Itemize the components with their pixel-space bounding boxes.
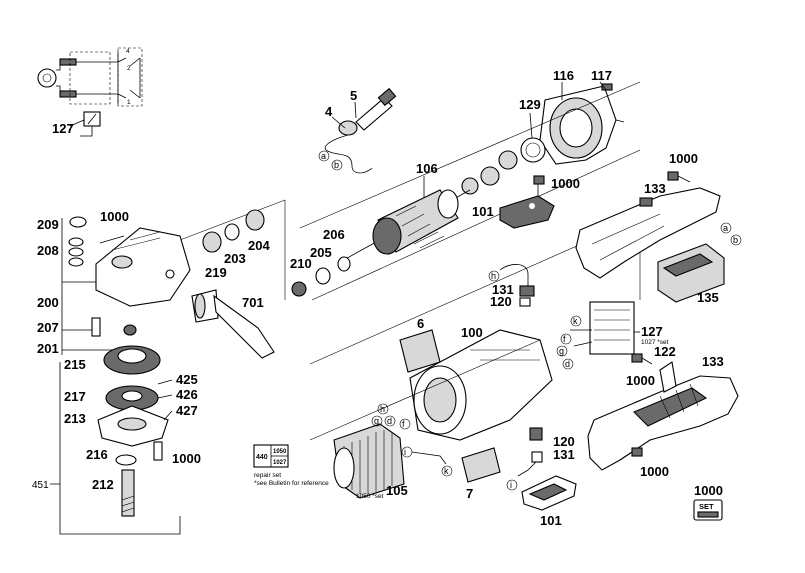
- part-label-4: 4: [325, 104, 333, 119]
- part-label-205: 205: [310, 245, 332, 260]
- part-label-215: 215: [64, 357, 86, 372]
- part-label-1000d: 1000: [626, 373, 655, 388]
- connector-letter-d: d: [565, 359, 570, 369]
- armature: [339, 189, 471, 263]
- brush-holder-cable: [324, 87, 397, 174]
- part-label-131b: 131: [553, 447, 575, 462]
- part-label-131: 131: [492, 282, 514, 297]
- part-label-219: 219: [205, 265, 227, 280]
- connector-letter-k: k: [573, 316, 578, 326]
- part-label-1000e: 1000: [172, 451, 201, 466]
- part-label-133a: 133: [644, 181, 666, 196]
- part-label-127: 127: [52, 121, 74, 136]
- part-label-425: 425: [176, 372, 198, 387]
- part-label-129: 129: [519, 97, 541, 112]
- handle-housing-top: [575, 187, 721, 279]
- connector-letter-h2: h: [380, 404, 385, 414]
- part-label-122: 122: [654, 344, 676, 359]
- part-label-210: 210: [290, 256, 312, 271]
- connector-letter-g2: g: [374, 416, 379, 426]
- part-label-207: 207: [37, 320, 59, 335]
- part-label-5: 5: [350, 88, 357, 103]
- part-label-217: 217: [64, 389, 86, 404]
- schematic-pin-c: 1: [127, 99, 131, 106]
- stator: [333, 423, 405, 499]
- part-label-133b: 133: [702, 354, 724, 369]
- motor-housing: [409, 329, 553, 441]
- set-note-1050: 1050 *set: [356, 493, 384, 500]
- part-label-426: 426: [176, 387, 198, 402]
- set-note-1027: 1027 *set: [641, 339, 669, 346]
- connector-letter-g: g: [559, 346, 564, 356]
- part-label-135: 135: [697, 290, 719, 305]
- connector-letter-i2: i: [510, 480, 512, 490]
- set-badge-icon: [693, 499, 723, 521]
- part-label-127b: 127: [641, 324, 663, 339]
- bearing-flange: [539, 83, 625, 165]
- motor-cover-top: [499, 195, 555, 229]
- part-label-105: 105: [386, 483, 408, 498]
- part-label-203: 203: [224, 251, 246, 266]
- part-label-701: 701: [242, 295, 264, 310]
- gear-housing: [95, 227, 191, 307]
- electronic-module: [657, 243, 725, 303]
- screw-top: [533, 175, 545, 196]
- connector-letter-f: f: [563, 334, 566, 344]
- wiring-schematic: [37, 47, 143, 137]
- part-label-101: 101: [472, 204, 494, 219]
- schematic-pin-b: 2: [127, 65, 131, 72]
- connector-letter-h: h: [491, 271, 496, 281]
- side-handle: [191, 289, 275, 359]
- part-label-200: 200: [37, 295, 59, 310]
- repair-set-440: 440: [256, 454, 268, 461]
- connector-letter-a2: a: [723, 223, 728, 233]
- connector-letter-k2: k: [444, 466, 449, 476]
- part-label-427: 427: [176, 403, 198, 418]
- part-label-201: 201: [37, 341, 59, 356]
- part-label-1000f: 1000: [640, 464, 669, 479]
- motor-cover-bottom: [521, 475, 577, 511]
- part-label-209: 209: [37, 217, 59, 232]
- part-label-117: 117: [591, 68, 612, 83]
- part-label-1000g: 1000: [694, 483, 723, 498]
- part-label-204: 204: [248, 238, 270, 253]
- switch-assembly: [570, 301, 635, 355]
- handle-housing-bottom: [587, 375, 739, 471]
- part-label-1000b: 1000: [669, 151, 698, 166]
- part-label-206: 206: [323, 227, 345, 242]
- part-label-451: 451: [32, 480, 49, 491]
- part-label-120b: 120: [553, 434, 575, 449]
- gear-stack: [97, 345, 169, 517]
- connector-letter-f2: f: [402, 419, 405, 429]
- bulletin-note: *see Bulletin for reference: [254, 480, 329, 487]
- part-label-1000c: 1000: [100, 209, 129, 224]
- connector-letter-d2: d: [387, 416, 392, 426]
- connector-letter-b: b: [334, 160, 339, 170]
- part-label-106: 106: [416, 161, 438, 176]
- set-badge-label: SET: [699, 502, 714, 511]
- part-label-101b: 101: [540, 513, 562, 528]
- connector-131-120: [499, 264, 535, 307]
- repair-set-1027: 1027: [273, 460, 287, 466]
- connector-letter-b2: b: [733, 235, 738, 245]
- repair-set-label: repair set: [254, 472, 281, 479]
- part-label-116: 116: [553, 68, 574, 83]
- schematic-pin-a: 4: [126, 48, 130, 55]
- part-label-213: 213: [64, 411, 86, 426]
- part-label-216: 216: [86, 447, 108, 462]
- part-label-6: 6: [417, 316, 424, 331]
- part-label-120: 120: [490, 294, 512, 309]
- connector-letter-a: a: [321, 151, 326, 161]
- part-label-7: 7: [466, 486, 473, 501]
- part-label-100: 100: [461, 325, 483, 340]
- connector-letter-i: i: [404, 447, 406, 457]
- repair-set-1050: 1050: [273, 449, 287, 455]
- part-label-212: 212: [92, 477, 114, 492]
- part-label-208: 208: [37, 243, 59, 258]
- repair-set-box: [253, 444, 289, 468]
